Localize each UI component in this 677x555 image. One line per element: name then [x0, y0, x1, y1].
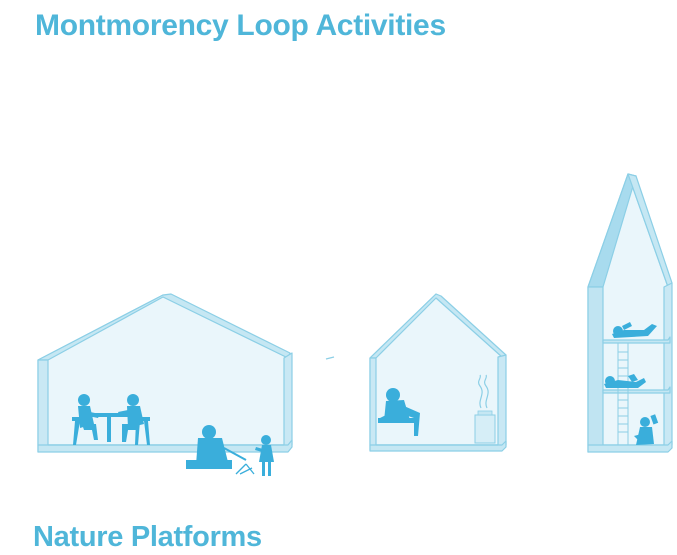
reclining-person-middle-figure: [604, 374, 646, 388]
ladder: [617, 343, 629, 445]
woodstove-figure: [474, 374, 496, 444]
people-at-table-figures: [72, 394, 150, 445]
tower-shelter: [587, 173, 673, 453]
reclining-person-top-figure: [612, 322, 657, 338]
seated-reader-figure: [634, 414, 659, 445]
page-title: Montmorency Loop Activities: [35, 9, 446, 42]
shelter-large: [37, 293, 293, 453]
floating-mark: [325, 356, 335, 360]
seated-person-figure: [378, 388, 420, 436]
section-title: Nature Platforms: [33, 521, 262, 553]
campfire-with-child-figures: [186, 425, 274, 476]
